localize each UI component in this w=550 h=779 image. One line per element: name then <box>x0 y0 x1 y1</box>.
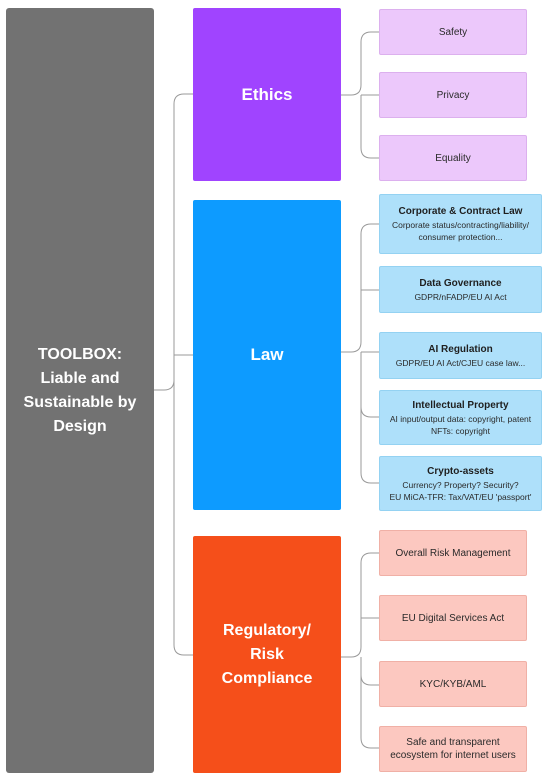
ethics-item-label: Equality <box>435 152 471 164</box>
regulatory-item-digital-services-act: EU Digital Services Act <box>379 595 527 641</box>
law-label: Law <box>250 345 284 364</box>
root-title-line: TOOLBOX: <box>37 345 123 363</box>
law-item-detail: Corporate status/contracting/liability/ <box>391 220 529 230</box>
law-item-detail: AI input/output data: copyright, patent <box>389 413 532 424</box>
ethics-item-safety: Safety <box>379 9 527 55</box>
law-item-detail: NFTs: copyright <box>430 425 491 436</box>
ethics-item-label: Safety <box>438 26 468 38</box>
regulatory-item-label: Overall Risk Management <box>395 547 511 559</box>
regulatory-item-label: EU Digital Services Act <box>401 612 505 624</box>
ethics-label: Ethics <box>241 84 293 104</box>
law-item-crypto-assets: Crypto-assets Currency? Property? Securi… <box>379 456 542 511</box>
law-item-ai-regulation: AI Regulation GDPR/EU AI Act/CJEU case l… <box>379 332 542 379</box>
ethics-category-box: Ethics <box>193 8 341 181</box>
regulatory-item-risk-management: Overall Risk Management <box>379 530 527 576</box>
law-item-title: Corporate & Contract Law <box>398 206 523 217</box>
ethics-item-privacy: Privacy <box>379 72 527 118</box>
law-item-corporate-contract: Corporate & Contract Law Corporate statu… <box>379 194 542 254</box>
law-item-detail: Currency? Property? Security? <box>402 479 519 490</box>
regulatory-label-line: Compliance <box>221 669 313 687</box>
toolbox-root-box: TOOLBOX: Liable and Sustainable by Desig… <box>6 8 154 773</box>
ethics-item-equality: Equality <box>379 135 527 181</box>
law-item-detail: GDPR/EU AI Act/CJEU case law... <box>395 357 526 368</box>
law-item-data-governance: Data Governance GDPR/nFADP/EU AI Act <box>379 266 542 313</box>
regulatory-item-label: ecosystem for internet users <box>390 750 516 761</box>
law-item-detail: consumer protection... <box>418 232 503 242</box>
law-item-intellectual-property: Intellectual Property AI input/output da… <box>379 390 542 445</box>
law-item-title: Data Governance <box>419 277 502 289</box>
ethics-item-label: Privacy <box>436 89 470 101</box>
law-item-title: Intellectual Property <box>412 399 509 411</box>
root-title-line: Design <box>53 417 107 435</box>
law-item-title: Crypto-assets <box>427 465 494 477</box>
law-item-detail: EU MiCA-TFR: Tax/VAT/EU 'passport' <box>389 491 532 502</box>
root-title-line: Liable and <box>40 369 120 387</box>
regulatory-label-line: Regulatory/ <box>222 621 311 639</box>
regulatory-category-box: Regulatory/ Risk Compliance <box>193 536 341 773</box>
law-item-detail: GDPR/nFADP/EU AI Act <box>414 291 507 302</box>
regulatory-label-line: Risk <box>250 645 284 663</box>
law-category-box: Law <box>193 200 341 510</box>
regulatory-item-kyc-kyb-aml: KYC/KYB/AML <box>379 661 527 707</box>
regulatory-item-label: Safe and transparent <box>406 737 500 748</box>
regulatory-item-label: KYC/KYB/AML <box>419 678 487 690</box>
law-item-title: AI Regulation <box>428 343 493 355</box>
root-title-line: Sustainable by <box>23 393 137 411</box>
regulatory-item-safe-ecosystem: Safe and transparent ecosystem for inter… <box>379 726 527 772</box>
